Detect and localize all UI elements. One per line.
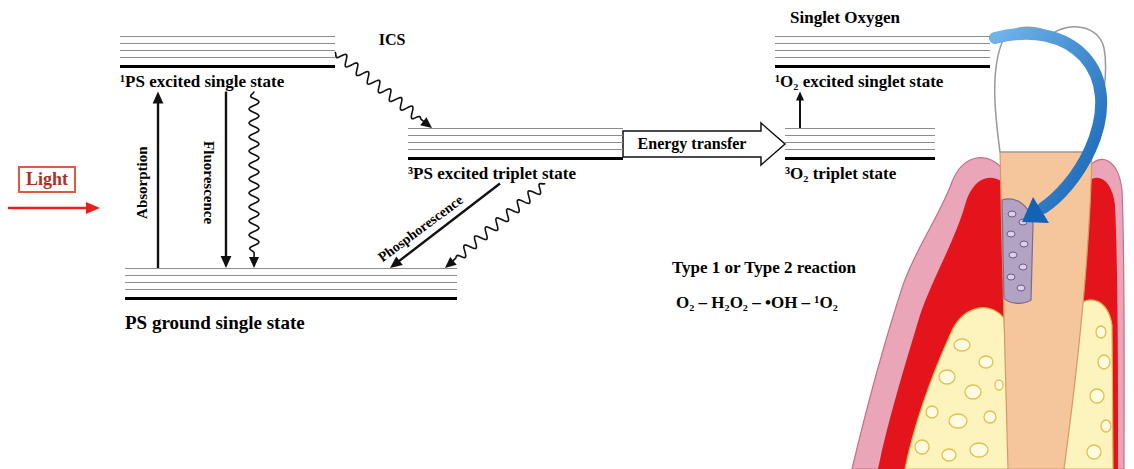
level-label: PS ground single state — [125, 312, 457, 334]
level-line — [120, 65, 335, 68]
fluorescence-arrow — [221, 92, 232, 268]
level-lines — [120, 36, 335, 68]
phosphorescence-arrow — [390, 184, 500, 268]
arrow-line — [225, 92, 227, 259]
arrow-head — [153, 92, 164, 104]
edge-label: Fluorescence — [200, 141, 217, 224]
sublevel-line — [120, 50, 335, 51]
edge-label: Energy transfer — [638, 135, 747, 153]
wavy-line — [452, 184, 545, 263]
level-line — [408, 157, 623, 160]
level-lines — [408, 128, 623, 160]
reaction-label: Type 1 or Type 2 reaction — [672, 258, 856, 278]
inflamed-tissue — [878, 178, 1010, 469]
sublevel-line — [120, 43, 335, 44]
level-line — [125, 297, 457, 300]
sublevel-line — [125, 289, 457, 290]
box-label: Light — [26, 169, 68, 190]
excitation-arrow — [796, 92, 804, 128]
absorption-arrow — [153, 92, 164, 268]
arrow-head — [796, 92, 804, 101]
wavy-line — [249, 92, 259, 260]
energy-level: ¹PS excited single state — [120, 36, 335, 92]
sublevel-line — [785, 149, 935, 150]
tooth-root — [1000, 150, 1092, 469]
level-lines — [785, 128, 935, 160]
level-lines — [775, 36, 990, 68]
level-lines — [125, 268, 457, 300]
ics-arrow — [335, 52, 432, 128]
species-label: O₂ – H₂O₂ – •OH – ¹O₂ — [676, 293, 838, 313]
bacteria — [1007, 211, 1028, 291]
block-arrow — [623, 123, 785, 165]
light-box: Light — [18, 166, 76, 193]
edge-label: Phosphorescence — [375, 192, 466, 266]
arrow-head — [420, 117, 432, 128]
level-label: ³O₂ triplet state — [785, 164, 935, 184]
edge-label: ICS — [379, 31, 406, 49]
sublevel-line — [785, 135, 935, 136]
tooth-crown — [995, 27, 1106, 152]
sublevel-line — [408, 128, 623, 129]
sublevel-line — [775, 43, 990, 44]
arrow-head — [249, 257, 259, 268]
energy-level: ³O₂ triplet state — [785, 128, 935, 184]
arrow-line — [157, 101, 159, 268]
arrow-line — [799, 99, 801, 128]
sublevel-line — [408, 149, 623, 150]
arrow-head — [221, 256, 232, 268]
light-arrow — [8, 202, 100, 214]
level-label: ¹O₂ excited singlet state — [775, 72, 990, 92]
sublevel-line — [120, 57, 335, 58]
level-label: ³PS excited triplet state — [408, 164, 623, 184]
arrow-line — [398, 184, 500, 263]
sublevel-line — [785, 142, 935, 143]
energy-level: ¹O₂ excited singlet state — [775, 36, 990, 92]
level-line — [775, 65, 990, 68]
arrow-head — [445, 257, 457, 268]
gingiva — [852, 158, 1010, 469]
singlet-oxygen-arrow — [995, 34, 1101, 223]
sublevel-line — [408, 135, 623, 136]
level-line — [785, 157, 935, 160]
edge-label: Absorption — [133, 147, 150, 220]
sublevel-line — [775, 36, 990, 37]
energy-level: ³PS excited triplet state — [408, 128, 623, 184]
sublevel-line — [775, 57, 990, 58]
wavy-line — [335, 52, 425, 123]
sublevel-line — [408, 142, 623, 143]
sublevel-line — [120, 36, 335, 37]
nonradiative-decay — [249, 92, 259, 268]
alveolar-bone — [905, 308, 1010, 469]
heading-label: Singlet Oxygen — [790, 8, 900, 28]
sublevel-line — [125, 268, 457, 269]
level-label: ¹PS excited single state — [120, 72, 335, 92]
sublevel-line — [785, 128, 935, 129]
energy-transfer-arrow — [623, 123, 785, 165]
energy-level: PS ground single state — [125, 268, 457, 334]
sublevel-line — [125, 275, 457, 276]
sublevel-line — [775, 50, 990, 51]
sublevel-line — [125, 282, 457, 283]
